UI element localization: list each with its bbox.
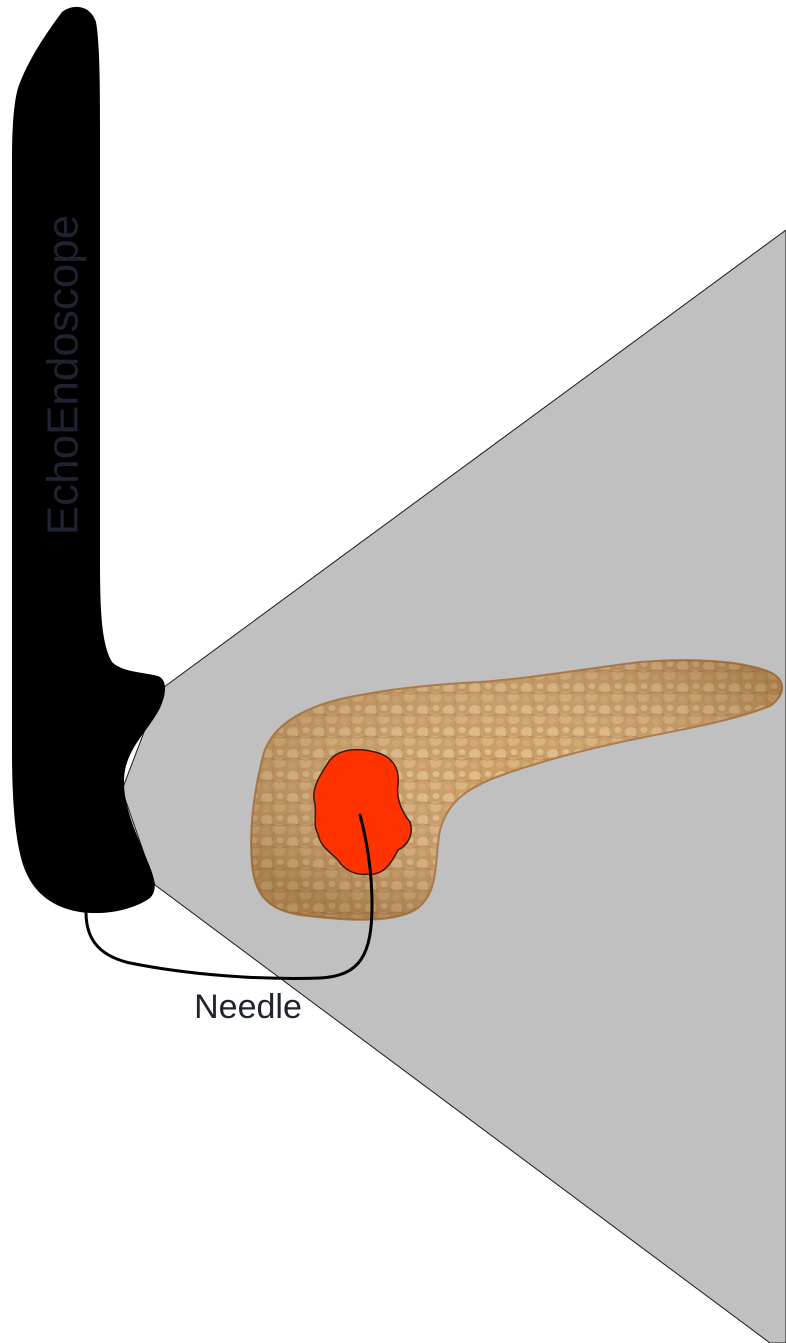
needle-label: Needle	[194, 988, 302, 1026]
endoscope-label: EchoEndoscope	[39, 215, 88, 535]
